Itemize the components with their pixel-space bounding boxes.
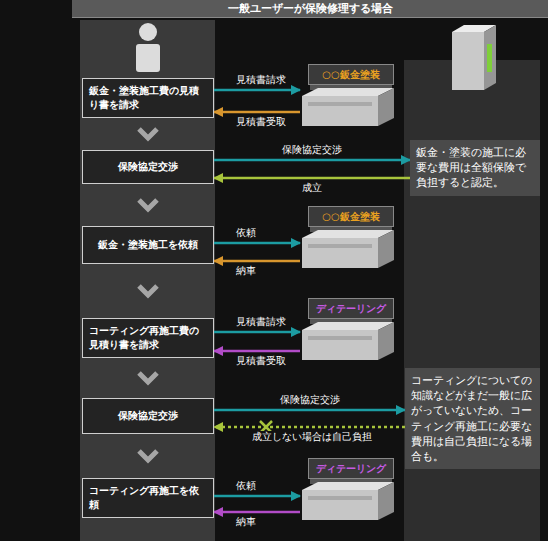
- connector-group: [214, 332, 300, 333]
- connector-group: [214, 160, 410, 161]
- connector-group: [214, 178, 410, 179]
- connector-group: [214, 410, 405, 411]
- process-box: コーティング再施工費の見積り書を請求: [82, 318, 214, 358]
- node-text: 鈑金・塗装の施工に必要な費用は全額保険で負担すると認定。: [416, 145, 534, 191]
- shop-sign: ディテーリング: [300, 458, 396, 522]
- edge-label: 成立しない場合は自己負担: [250, 431, 374, 443]
- connector-group: [139, 451, 157, 460]
- person-body: [136, 44, 160, 72]
- connector-group: [214, 243, 300, 244]
- connector-group: [214, 496, 300, 497]
- node-text: コーティングについての知識などがまだ一般に広がっていないため、コーティング再施工…: [411, 373, 534, 464]
- step-chevron: [139, 200, 157, 209]
- insurer-building-front: [452, 32, 484, 90]
- edge-label: 納車: [234, 265, 258, 277]
- connector-group: [139, 129, 157, 138]
- flow-arrow: [214, 331, 300, 334]
- flow-arrow: [214, 409, 405, 412]
- edge-label: 見積書請求: [234, 316, 288, 328]
- edge-label: 見積書受取: [234, 355, 288, 367]
- flow-arrow: [214, 260, 300, 263]
- shop-name: ディテーリング: [308, 458, 394, 479]
- step-chevron: [139, 373, 157, 382]
- node-text: コーティング再施工を依頼: [89, 484, 207, 513]
- title-bar: 一般ユーザーが保険修理する場合: [72, 0, 548, 18]
- connector-group: [214, 90, 300, 91]
- shop-name: ○○鈑金塗装: [308, 64, 394, 85]
- step-chevron: [139, 286, 157, 295]
- node-text: 鈑金・塗装施工費の見積り書を請求: [89, 84, 207, 113]
- flow-arrow: [214, 350, 300, 353]
- edge-label: 納車: [234, 516, 258, 528]
- person-head: [139, 23, 157, 41]
- flow-arrow: [214, 111, 300, 114]
- node-text: 保険協定交渉: [118, 160, 178, 175]
- step-chevron: [139, 451, 157, 460]
- flow-arrow: [214, 511, 300, 514]
- process-box: 鈑金・塗装施工を依頼: [82, 226, 214, 264]
- shop-sign: ディテーリング: [300, 298, 396, 362]
- shop-sign: ○○鈑金塗装: [300, 206, 396, 270]
- flow-arrow: [214, 159, 410, 162]
- edge-label: 依頼: [234, 227, 258, 239]
- edge-label: 依頼: [234, 480, 258, 492]
- process-box: 鈑金・塗装施工費の見積り書を請求: [82, 78, 214, 118]
- connector-group: [214, 112, 300, 113]
- step-chevron: [139, 129, 157, 138]
- edge-label: 見積書受取: [234, 116, 288, 128]
- insurer-column: [404, 60, 540, 541]
- process-box: 保険協定交渉: [82, 398, 214, 434]
- flow-arrow: [214, 426, 405, 429]
- note-box: コーティングについての知識などがまだ一般に広がっていないため、コーティング再施工…: [405, 368, 540, 469]
- connector-group: [214, 351, 300, 352]
- insurer-building-light: [487, 44, 492, 72]
- edge-label: 保険協定交渉: [280, 144, 344, 156]
- flow-arrow: [214, 89, 300, 92]
- process-box: コーティング再施工を依頼: [82, 478, 214, 518]
- connector-group: [214, 261, 300, 262]
- connector-group: [139, 286, 157, 295]
- shop-name: ○○鈑金塗装: [308, 206, 394, 227]
- connector-group: [139, 200, 157, 209]
- process-box: 保険協定交渉: [82, 150, 214, 184]
- shop-sign: ○○鈑金塗装: [300, 64, 396, 128]
- edge-label: 成立: [300, 182, 324, 194]
- flow-arrow: [214, 177, 410, 180]
- user-column: [80, 20, 215, 541]
- flow-arrow: [214, 495, 300, 498]
- edge-label: 見積書請求: [234, 74, 288, 86]
- node-text: 保険協定交渉: [118, 409, 178, 424]
- flow-arrow: [214, 242, 300, 245]
- node-text: 鈑金・塗装施工を依頼: [98, 238, 198, 253]
- shop-name: ディテーリング: [308, 298, 394, 319]
- note-box: 鈑金・塗装の施工に必要な費用は全額保険で負担すると認定。: [410, 140, 540, 196]
- edge-label: 保険協定交渉: [278, 394, 342, 406]
- node-text: コーティング再施工費の見積り書を請求: [89, 324, 207, 353]
- insurer-building-side: [484, 25, 496, 90]
- connector-group: [214, 512, 300, 513]
- connector-group: [139, 373, 157, 382]
